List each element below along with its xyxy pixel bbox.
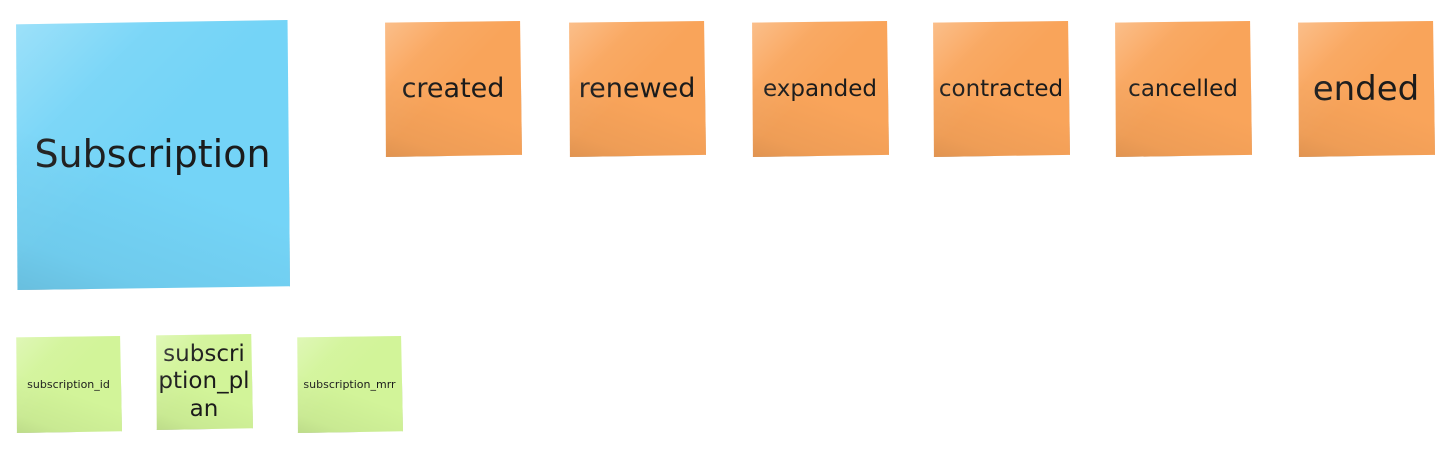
- event-note-label: ended: [1312, 68, 1420, 109]
- attribute-note-subscription-id[interactable]: subscription_id: [16, 336, 122, 433]
- event-note-label: contracted: [938, 75, 1064, 102]
- event-note-created[interactable]: created: [385, 21, 522, 157]
- event-note-label: renewed: [578, 73, 696, 105]
- event-note-label: created: [401, 73, 505, 105]
- attribute-note-subscription-mrr[interactable]: subscription_mrr: [297, 336, 403, 433]
- attribute-note-subscription-plan[interactable]: subscription_plan: [156, 334, 253, 430]
- event-note-cancelled[interactable]: cancelled: [1115, 21, 1252, 157]
- aggregate-note-subscription[interactable]: Subscription: [16, 20, 290, 290]
- event-note-expanded[interactable]: expanded: [752, 21, 889, 157]
- attribute-note-label: subscription_mrr: [303, 377, 396, 391]
- event-note-label: cancelled: [1128, 75, 1238, 102]
- event-note-renewed[interactable]: renewed: [569, 21, 706, 157]
- attribute-note-label: subscription_id: [27, 377, 110, 391]
- event-note-label: expanded: [763, 75, 877, 102]
- event-note-contracted[interactable]: contracted: [933, 21, 1070, 157]
- aggregate-note-label: Subscription: [34, 132, 271, 177]
- event-note-ended[interactable]: ended: [1298, 21, 1435, 157]
- attribute-note-label: subscription_plan: [158, 340, 250, 422]
